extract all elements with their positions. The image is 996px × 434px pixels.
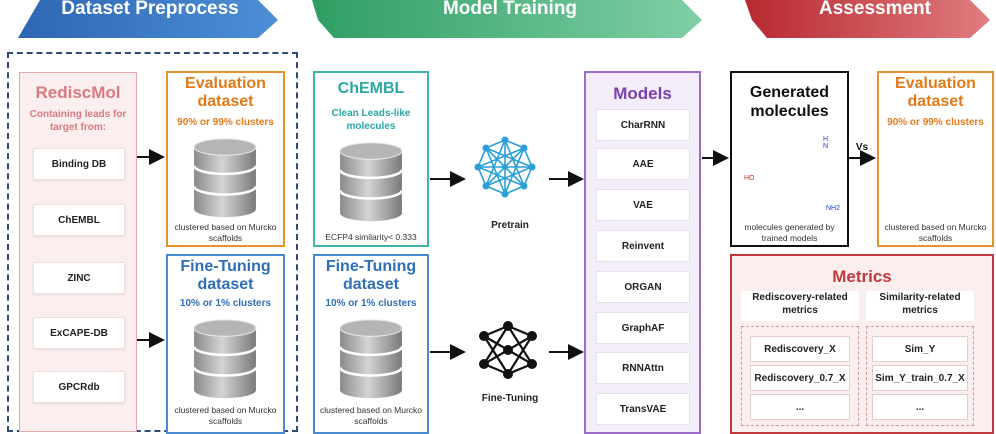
pretrain-network-icon	[474, 136, 536, 198]
model-rnnattn: RNNAttn	[596, 352, 690, 384]
training-chevron	[312, 0, 702, 38]
rediscmol-subtitle: Containing leads for target from:	[29, 109, 127, 133]
eval-dataset-caption: clustered based on Murcko scaffolds	[174, 222, 277, 243]
model-transvae: TransVAE	[596, 393, 690, 425]
pretrain-label: Pretrain	[491, 220, 529, 231]
molecule-atom-ho: HO	[744, 175, 755, 182]
models-title: Models	[613, 84, 672, 103]
finetuning-network-icon	[479, 321, 537, 379]
rediscovery-header: Rediscovery-related metrics	[741, 291, 859, 321]
finetune-dataset-2-title: Fine-Tuning dataset	[325, 258, 417, 293]
eval-dataset-2-title: Evaluation dataset	[895, 75, 976, 110]
finetuning-label: Fine-Tuning	[481, 393, 539, 404]
metric-sim-y: Sim_Y	[872, 336, 968, 362]
assessment-header: Assessment	[819, 0, 931, 19]
finetune-dataset-2-caption: clustered based on Murcko scaffolds	[319, 405, 423, 426]
vs-label: Vs	[855, 142, 869, 153]
finetune-dataset-db-icon	[192, 318, 258, 400]
header-chevrons	[18, 0, 990, 38]
source-excape-db: ExCAPE-DB	[33, 317, 125, 349]
eval-dataset-2-clusters: 90% or 99% clusters	[887, 117, 984, 128]
chembl-title: ChEMBL	[337, 80, 405, 97]
chembl-db-icon	[338, 141, 404, 223]
metrics-title: Metrics	[832, 267, 892, 286]
similarity-header: Similarity-related metrics	[866, 291, 974, 321]
model-graphaf: GraphAF	[596, 312, 690, 344]
model-aae: AAE	[596, 148, 690, 180]
chembl-caption: ECFP4 similarity< 0.333	[325, 232, 417, 242]
preprocess-chevron	[18, 0, 278, 38]
generated-panel	[730, 71, 849, 247]
assessment-chevron	[745, 0, 990, 38]
training-header: Model Training	[442, 0, 578, 19]
eval-dataset-2-caption: clustered based on Murcko scaffolds	[884, 222, 987, 243]
metric-sim-y-train: Sim_Y_train_0.7_X	[872, 365, 968, 391]
finetune-dataset-caption: clustered based on Murcko scaffolds	[174, 405, 277, 426]
finetune-dataset-title: Fine-Tuning dataset	[180, 258, 271, 293]
chembl-subtitle: Clean Leads-like molecules	[331, 108, 411, 132]
finetune-dataset-clusters: 10% or 1% clusters	[179, 298, 272, 309]
finetune-dataset-2-db-icon	[338, 318, 404, 400]
source-binding-db: Binding DB	[33, 148, 125, 180]
eval-dataset-db-icon	[192, 137, 258, 219]
metric-rediscovery-more: ...	[750, 394, 850, 420]
source-zinc: ZINC	[33, 262, 125, 294]
molecule-atom-nh2: NH2	[826, 205, 841, 212]
eval-dataset-clusters: 90% or 99% clusters	[177, 117, 274, 128]
rediscmol-title: RediscMol	[35, 83, 121, 102]
model-organ: ORGAN	[596, 271, 690, 303]
eval-dataset-2-panel	[877, 71, 994, 247]
finetune-dataset-2-clusters: 10% or 1% clusters	[325, 298, 417, 309]
source-gpcrdb: GPCRdb	[33, 371, 125, 403]
generated-title: Generated molecules	[749, 84, 830, 120]
metric-rediscovery-x: Rediscovery_X	[750, 336, 850, 362]
model-vae: VAE	[596, 189, 690, 221]
preprocess-header: Dataset Preprocess	[61, 0, 239, 19]
model-charrnn: CharRNN	[596, 109, 690, 141]
model-reinvent: Reinvent	[596, 230, 690, 262]
metric-similarity-more: ...	[872, 394, 968, 420]
eval-dataset-title: Evaluation dataset	[185, 75, 266, 110]
metric-rediscovery-0-7-x: Rediscovery_0.7_X	[750, 365, 850, 391]
source-chembl: ChEMBL	[33, 204, 125, 236]
generated-caption: molecules generated by trained models	[744, 222, 835, 243]
